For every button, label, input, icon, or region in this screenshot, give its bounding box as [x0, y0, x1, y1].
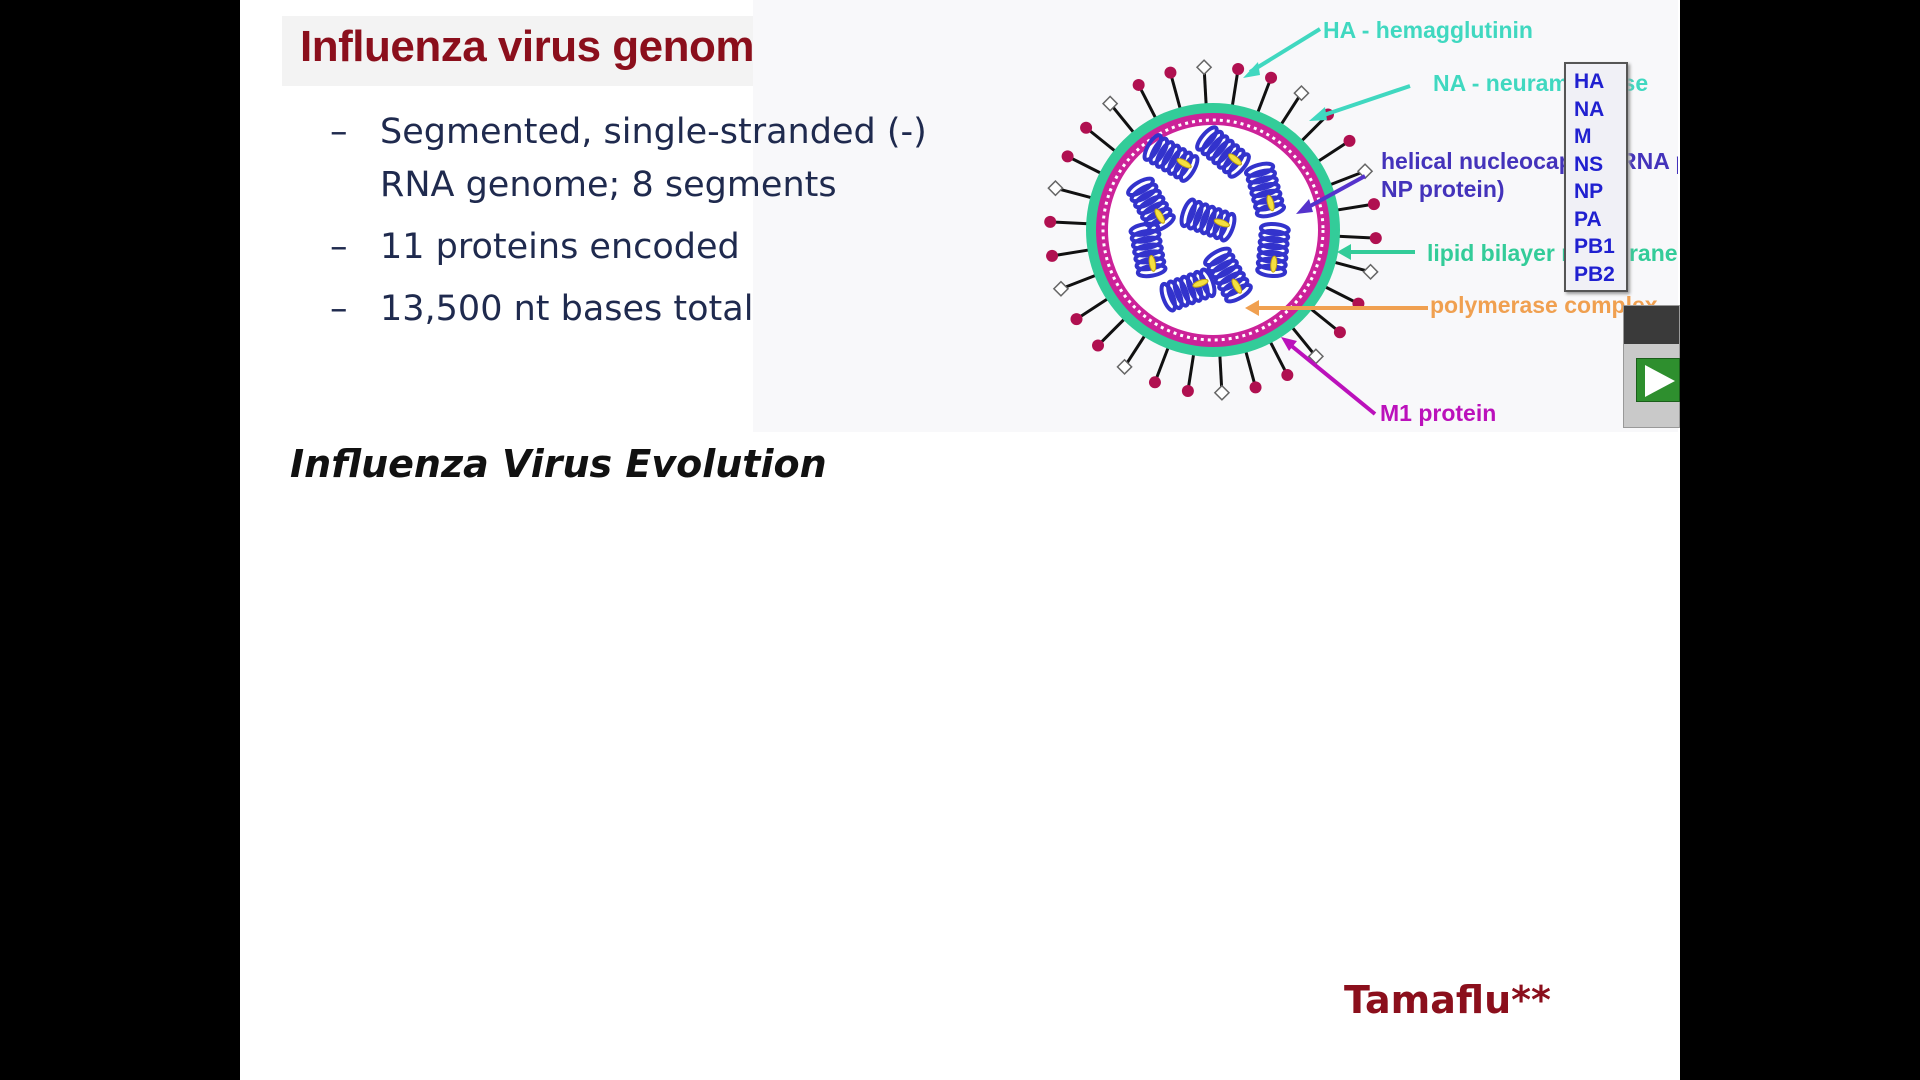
nucleocapsid-segment: [1126, 176, 1176, 234]
media-control-bar: [1624, 306, 1679, 344]
membrane-label: lipid bilayer membrane: [1427, 240, 1678, 266]
nucleocapsid-segment: [1128, 221, 1168, 279]
nucleocapsid-segment: [1159, 267, 1217, 313]
nucleocapsid-label-line1: helical nucleocapsid (RNA plus: [1381, 148, 1678, 174]
ha-spike-head: [1046, 249, 1059, 262]
ha-spike-head: [1164, 66, 1177, 79]
ha-spike-head: [1070, 313, 1083, 326]
ha-spike-head: [1343, 134, 1356, 147]
ha-spike-head: [1281, 369, 1294, 382]
nucleocapsid-segment: [1142, 133, 1200, 183]
gene-segment: NA: [1574, 97, 1605, 121]
bullet-item: –13,500 nt bases total: [330, 289, 754, 329]
ha-spike-head: [1181, 385, 1194, 398]
gene-segment: HA: [1574, 70, 1605, 93]
m1-arrow: [1286, 341, 1377, 416]
footer-note: Tamaflu**: [1344, 978, 1551, 1022]
nucleocapsid-layer: [1126, 125, 1291, 313]
gene-segment: PB2: [1574, 262, 1615, 286]
polymerase-dot: [1228, 153, 1242, 166]
virus-diagram-svg: HA - hemagglutinin NA - neuraminidase he…: [1044, 17, 1678, 426]
gene-segment: M: [1574, 125, 1592, 148]
gene-segment: PA: [1574, 207, 1602, 231]
media-control[interactable]: [1623, 305, 1680, 428]
nucleocapsid-segment: [1243, 161, 1287, 219]
ha-spike-head: [1232, 62, 1245, 75]
gene-segment-list: HA NA M NS NP PA PB1 PB2: [1564, 62, 1628, 292]
ha-spike-head: [1132, 78, 1145, 91]
nucleocapsid-segment: [1195, 125, 1251, 179]
nucleocapsid-segment: [1203, 246, 1253, 304]
na-spike-head: [1356, 163, 1374, 180]
bullet-item: –Segmented, single-stranded (-) RNA geno…: [330, 112, 927, 205]
ha-spike-head: [1061, 150, 1074, 163]
section-subheading: Influenza Virus Evolution: [290, 442, 827, 486]
play-button[interactable]: [1636, 358, 1680, 402]
na-spike-head: [1362, 263, 1379, 280]
na-spike-head: [1213, 384, 1231, 401]
na-spike-head: [1052, 280, 1070, 297]
gene-segment: PB1: [1574, 235, 1615, 258]
polymerase-dot: [1270, 255, 1278, 273]
ha-spike-head: [1148, 376, 1161, 389]
slide: Influenza virus genome: [240, 0, 1680, 1080]
nucleocapsid-segment: [1179, 197, 1237, 243]
polymerase-dot: [1176, 157, 1192, 169]
virus-diagram: HA - hemagglutinin NA - neuraminidase he…: [753, 0, 1678, 432]
ha-spike-head: [1080, 121, 1093, 134]
ha-spike-head: [1092, 339, 1105, 352]
nucleocapsid-segment: [1255, 221, 1291, 279]
na-spike-head: [1116, 358, 1133, 376]
polymerase-dot: [1266, 194, 1275, 212]
polymerase-dot: [1231, 278, 1243, 294]
bullet-item: –11 proteins encoded: [330, 227, 740, 267]
play-icon: [1645, 365, 1675, 397]
gene-segment: NP: [1574, 180, 1604, 203]
ha-arrow: [1248, 27, 1322, 74]
nucleocapsid-label-line2: NP protein): [1381, 176, 1505, 202]
nucleocapsid-arrow: [1302, 174, 1366, 212]
na-spike-head: [1293, 84, 1310, 102]
ha-spike-head: [1369, 232, 1382, 245]
ha-spike-head: [1249, 381, 1262, 394]
polymerase-dot: [1213, 218, 1230, 228]
ha-spike-head: [1044, 215, 1057, 228]
na-spike-head: [1307, 348, 1325, 365]
polymerase-label: polymerase complex: [1430, 292, 1658, 318]
na-spike-head: [1195, 59, 1213, 76]
polymerase-dot: [1148, 255, 1157, 272]
polymerase-dot: [1154, 208, 1166, 224]
gene-segment: NS: [1574, 152, 1604, 176]
na-arrow: [1317, 84, 1411, 119]
m1-label: M1 protein: [1380, 400, 1496, 426]
na-spike-head: [1101, 95, 1119, 112]
ha-spike-head: [1333, 326, 1346, 339]
polymerase-dot: [1192, 278, 1209, 288]
ha-label: HA - hemagglutinin: [1323, 17, 1533, 43]
ha-spike-head: [1367, 198, 1380, 211]
ha-spike-head: [1265, 71, 1278, 84]
na-spike-head: [1047, 180, 1064, 197]
slide-title: Influenza virus genome: [300, 22, 778, 71]
bullet-list: –Segmented, single-stranded (-) RNA geno…: [330, 106, 1010, 345]
